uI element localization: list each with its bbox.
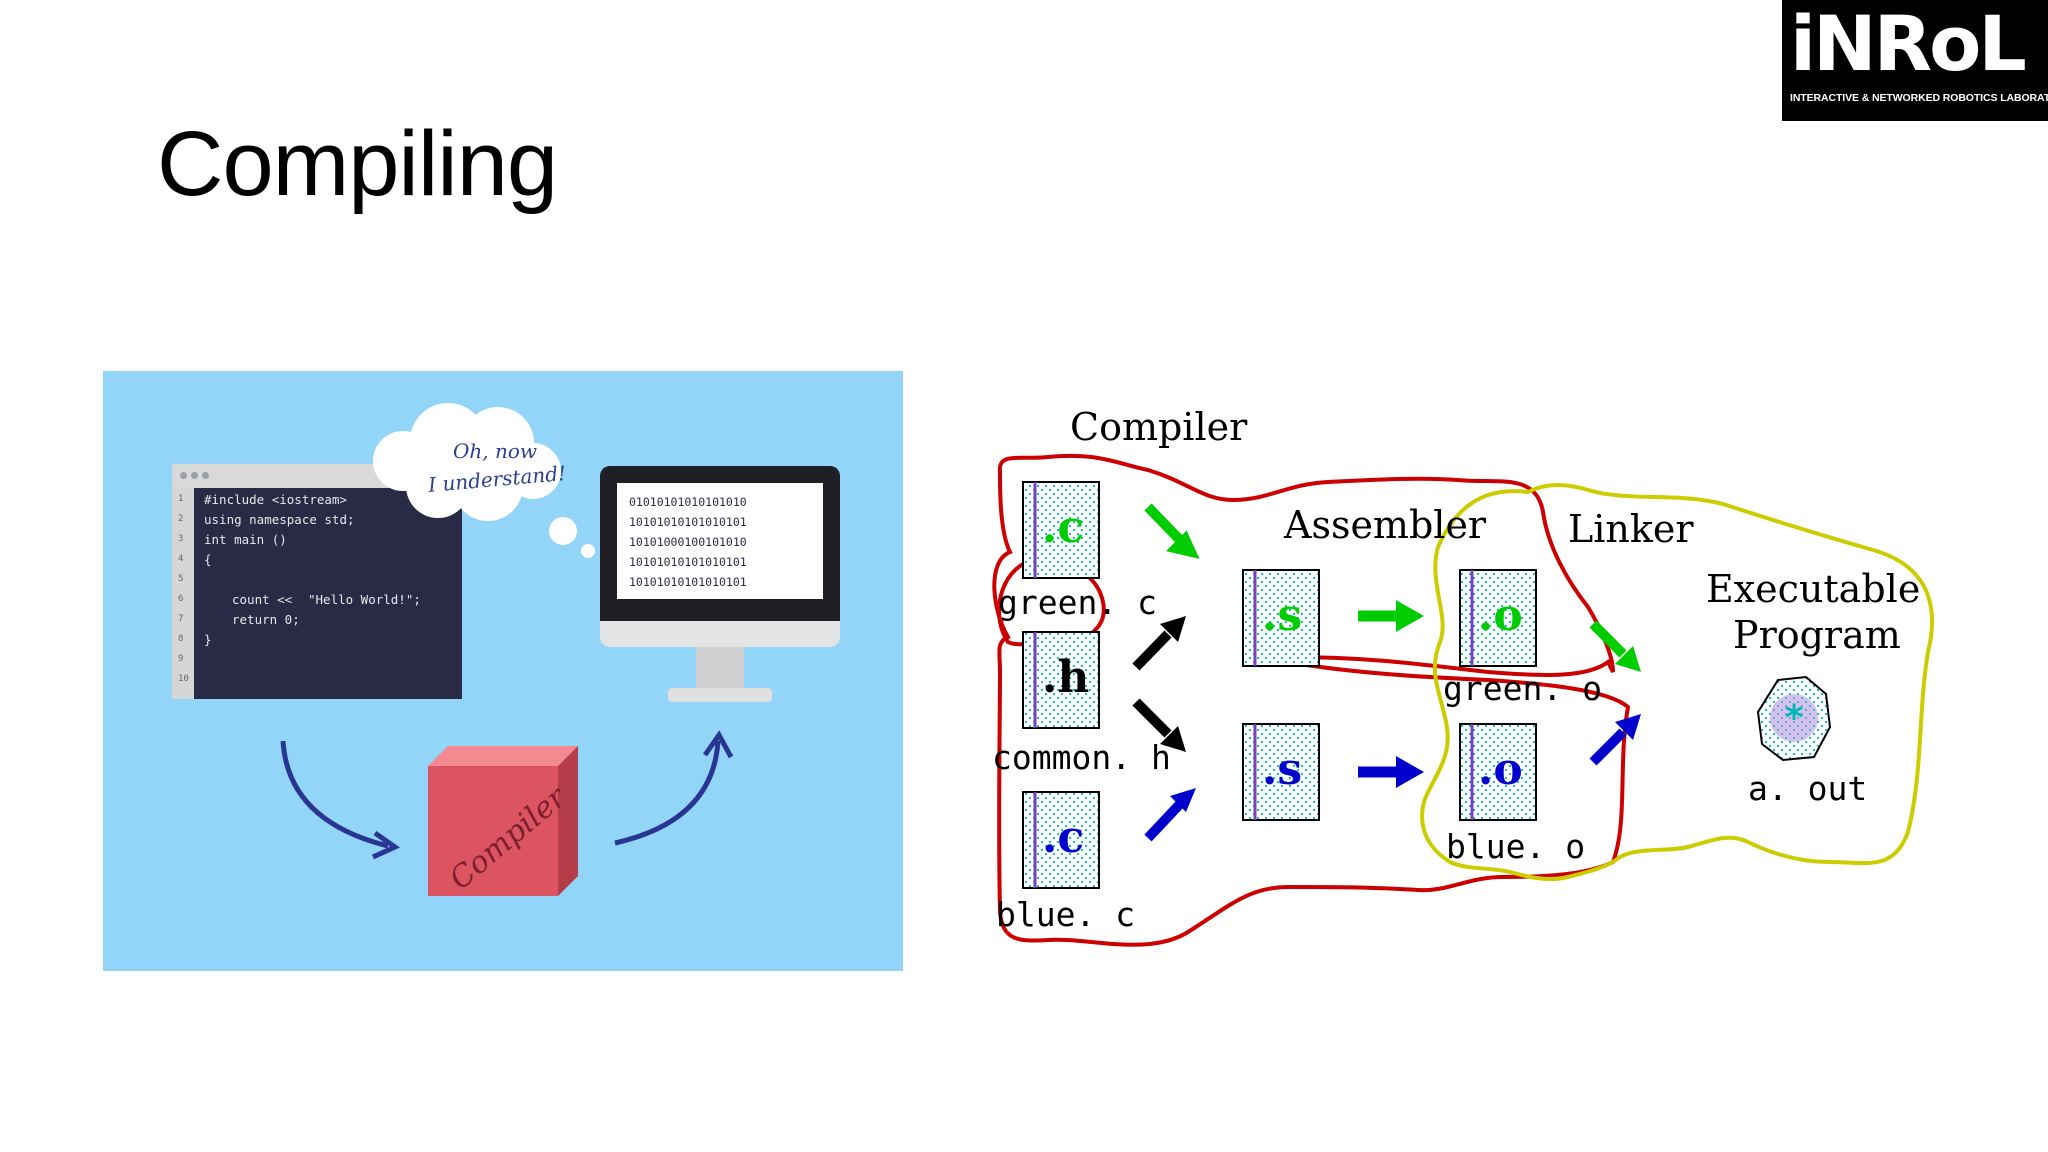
line-number: 4	[178, 554, 184, 564]
line-number: 3	[178, 534, 184, 544]
ext-blue-c: .c	[1042, 812, 1085, 863]
inrol-logo: iNRoL INTERACTIVE & NETWORKED ROBOTICS L…	[1782, 0, 2048, 121]
window-dot-icon	[202, 472, 209, 479]
ext-blue-s: .s	[1262, 744, 1303, 795]
monitor-foot	[668, 688, 772, 702]
line-number: 8	[178, 634, 184, 644]
monitor-bezel-bottom	[600, 621, 840, 647]
arrowhead-left	[371, 830, 401, 860]
arrow-green-s-to-o	[1358, 600, 1424, 632]
line-number: 6	[178, 594, 184, 604]
ext-green-c: .c	[1042, 502, 1085, 553]
file-icon-green-c	[1022, 481, 1100, 579]
filename-common-h: common. h	[992, 738, 1171, 777]
code-line: int main ()	[204, 532, 287, 547]
file-icon-blue-s	[1242, 723, 1320, 821]
binary-line: 01010101010101010	[629, 495, 747, 509]
code-line: {	[204, 552, 212, 567]
curved-arrow-left	[280, 740, 389, 849]
ext-common-h: .h	[1042, 652, 1090, 703]
arrow-blue-o-to-linker	[1589, 714, 1641, 766]
arrow-h-to-blue	[1132, 698, 1186, 752]
svg-text:*: *	[1785, 698, 1804, 739]
logo-wordmark: iNRoL	[1790, 0, 2027, 88]
file-icon-blue-c	[1022, 791, 1100, 889]
line-number-gutter: 1 2 3 4 5 6 7 8 9 10	[172, 488, 194, 699]
linker-boundary	[1420, 483, 1935, 882]
binary-line: 10101010101010101	[629, 515, 747, 529]
arrow-blue-c-to-s	[1144, 788, 1196, 842]
filename-blue-o: blue. o	[1446, 827, 1586, 866]
line-number: 5	[178, 574, 184, 584]
filename-blue-c: blue. c	[996, 895, 1136, 934]
line-number: 10	[178, 674, 189, 684]
binary-line: 10101010101010101	[629, 575, 747, 589]
executable-label-line1: Executable	[1706, 567, 1921, 611]
compiler-label: Compiler	[1070, 405, 1248, 449]
binary-line: 10101010101010101	[629, 555, 747, 569]
arrowhead-right	[702, 730, 734, 759]
slide-title: Compiling	[157, 113, 558, 215]
line-number: 1	[178, 494, 184, 504]
illustration-shapes	[280, 403, 734, 896]
monitor-screen: 01010101010101010 10101010101010101 1010…	[617, 483, 823, 599]
arrow-green-c-to-s	[1144, 503, 1200, 559]
file-icon-blue-o	[1459, 723, 1537, 821]
diagram-shapes: *	[992, 453, 1935, 947]
ext-green-o: .o	[1478, 590, 1523, 641]
file-icon-green-s	[1242, 569, 1320, 667]
logo-subtitle: INTERACTIVE & NETWORKED ROBOTICS LABORAT…	[1790, 92, 2048, 104]
code-line: }	[204, 632, 212, 647]
line-number: 2	[178, 514, 184, 524]
compile-pipeline-diagram: *	[988, 372, 1948, 952]
line-number: 9	[178, 654, 184, 664]
arrow-blue-s-to-o	[1358, 756, 1424, 788]
ext-green-s: .s	[1262, 590, 1303, 641]
window-dot-icon	[191, 472, 198, 479]
assembler-label: Assembler	[1284, 503, 1487, 547]
executable-label-line2: Program	[1733, 613, 1901, 657]
filename-green-o: green. o	[1443, 669, 1602, 708]
filename-a-out: a. out	[1748, 769, 1868, 808]
window-dot-icon	[180, 472, 187, 479]
executable-program-icon: *	[1756, 675, 1832, 762]
file-icon-common-h	[1022, 631, 1100, 729]
code-string: "Hello World!";	[308, 592, 421, 607]
monitor: 01010101010101010 10101010101010101 1010…	[600, 466, 840, 646]
binary-line: 10101000100101010	[629, 535, 747, 549]
ext-blue-o: .o	[1478, 744, 1523, 795]
compiler-illustration: 1 2 3 4 5 6 7 8 9 10 #include <iostream>…	[103, 371, 903, 971]
thought-bubble	[373, 403, 595, 558]
arrow-green-o-to-linker	[1589, 620, 1641, 672]
line-number: 7	[178, 614, 184, 624]
file-icon-green-o	[1459, 569, 1537, 667]
compiler-cube	[428, 746, 578, 896]
code-line: return 0;	[232, 612, 300, 627]
code-line: #include <iostream>	[204, 492, 347, 507]
monitor-stand	[696, 647, 744, 691]
code-line: using namespace std;	[204, 512, 355, 527]
filename-green-c: green. c	[998, 583, 1157, 622]
curved-arrow-right	[614, 740, 721, 846]
bubble-text-line1: Oh, now	[453, 439, 538, 463]
arrow-h-to-green	[1132, 616, 1186, 671]
code-line: count <<	[232, 592, 293, 607]
linker-label: Linker	[1568, 507, 1694, 551]
compiler-boundary	[992, 453, 1631, 947]
